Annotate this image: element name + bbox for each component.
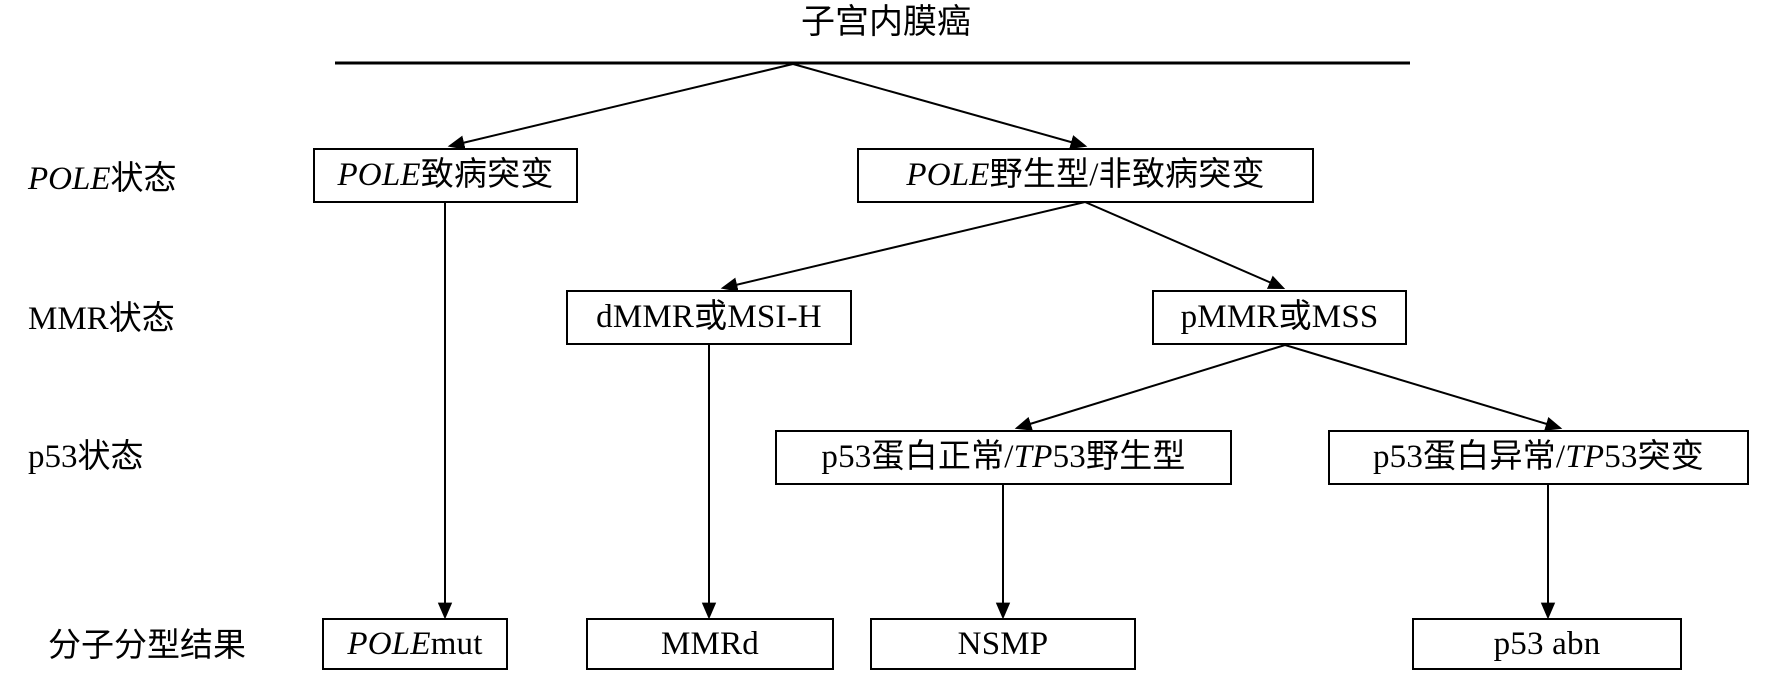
- row-label-p53-status: p53状态: [28, 438, 144, 476]
- node-pmmr-text: pMMR或MSS: [1180, 299, 1379, 335]
- row-label-molecular-subtype: 分子分型结果: [48, 627, 246, 665]
- edge-pmmr-to-p53-normal: [1014, 344, 1286, 431]
- node-result-nsmp-text: NSMP: [957, 625, 1049, 662]
- row-label-pole-suffix: 状态: [110, 160, 177, 197]
- row-label-mmr-status: MMR状态: [28, 300, 175, 338]
- edge-pole-wildtype-to-pmmr: [1084, 201, 1286, 289]
- node-result-p53-abn-text: p53 abn: [1493, 625, 1601, 662]
- node-result-pole-gene: POLE: [347, 625, 431, 662]
- node-p53-normal-pre: p53蛋白正常/: [821, 439, 1014, 475]
- node-result-p53-abn[interactable]: p53 abn: [1412, 618, 1682, 670]
- row-label-pole-italic: POLE: [28, 160, 111, 197]
- edge-pole-wildtype-to-dmmr: [720, 201, 1086, 292]
- node-result-pole-rest: mut: [430, 625, 483, 662]
- node-p53-abnormal-gene: TP: [1565, 439, 1605, 475]
- node-pole-wildtype-rest: 野生型/非致病突变: [989, 157, 1265, 193]
- edge-title-to-pole-wildtype: [792, 63, 1088, 150]
- row-label-mmr-text: MMR状态: [28, 300, 175, 337]
- node-pole-wildtype-gene: POLE: [906, 157, 990, 193]
- node-p53-normal-post: 53野生型: [1052, 439, 1186, 475]
- node-p53-abnormal-pre: p53蛋白异常/: [1372, 439, 1566, 475]
- row-label-subtype-text: 分子分型结果: [48, 627, 246, 664]
- node-pmmr-mss[interactable]: pMMR或MSS: [1152, 290, 1407, 345]
- edge-title-to-pole-pathogenic: [447, 63, 794, 150]
- node-p53-normal-gene: TP: [1013, 439, 1053, 475]
- node-pole-pathogenic-rest: 致病突变: [420, 157, 554, 193]
- node-result-mmrd[interactable]: MMRd: [586, 618, 834, 670]
- node-result-nsmp[interactable]: NSMP: [870, 618, 1136, 670]
- node-result-mmrd-text: MMRd: [661, 625, 759, 662]
- page-title: 子宫内膜癌: [801, 4, 971, 41]
- node-dmmr-text: dMMR或MSI-H: [596, 299, 822, 335]
- node-pole-pathogenic-gene: POLE: [337, 157, 421, 193]
- node-dmmr-msi-h[interactable]: dMMR或MSI-H: [566, 290, 852, 345]
- node-p53-abnormal-post: 53突变: [1604, 439, 1704, 475]
- edge-pmmr-to-p53-abnormal: [1284, 344, 1563, 431]
- node-result-pole-mut[interactable]: POLE mut: [322, 618, 508, 670]
- row-label-p53-text: p53状态: [28, 438, 144, 475]
